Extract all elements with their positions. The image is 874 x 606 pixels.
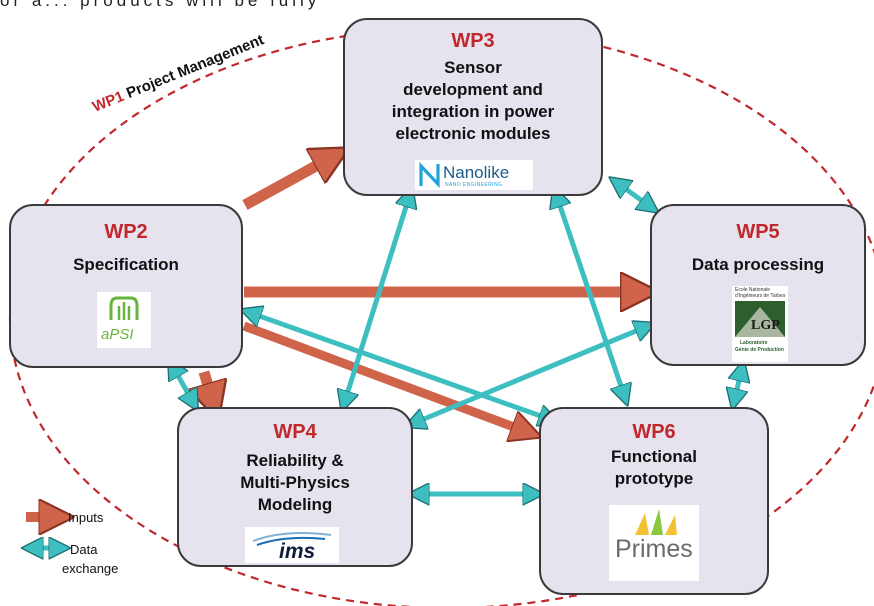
data-arrow-wp5-wp6 <box>734 368 742 402</box>
lgp-school-line-1: Ecole Nationale <box>735 287 771 293</box>
wp2-label: WP2 <box>104 221 148 243</box>
wp2-box: WP2 Specification aPSI <box>9 204 243 368</box>
apsi-mark-icon <box>109 296 139 320</box>
wp4-title-line-1: Reliability & <box>246 451 344 470</box>
apsi-logo: aPSI <box>97 292 151 348</box>
ims-wordmark: ims <box>279 540 316 563</box>
lgp-lab-line-1: Laboratoire <box>740 340 768 346</box>
primes-wordmark: Primes <box>615 535 693 563</box>
nanolike-sub: NANO ENGINEERING <box>445 182 503 188</box>
lgp-mark-text: LGP <box>751 318 780 333</box>
wp3-title-line-4: electronic modules <box>395 124 551 143</box>
wp6-box: WP6 Functional prototype Primes <box>539 407 769 595</box>
wp6-title-line-1: Functional <box>611 447 697 466</box>
ims-mark-icon <box>252 532 332 546</box>
nanolike-mark-icon <box>419 162 440 188</box>
ims-logo: ims <box>245 527 339 563</box>
lgp-lab-line-2: Génie de Production <box>735 347 784 353</box>
apsi-wordmark: aPSI <box>101 326 134 343</box>
input-arrow-wp2-wp4 <box>204 370 214 406</box>
data-arrow-wp2-wp4 <box>172 365 194 404</box>
wp4-box: WP4 Reliability & Multi-Physics Modeling… <box>177 407 413 567</box>
wp3-title-line-2: development and <box>403 80 543 99</box>
wp3-title-line-3: integration in power <box>391 102 555 121</box>
wp4-title-line-2: Multi-Physics <box>240 473 350 492</box>
wp4-label: WP4 <box>273 421 317 443</box>
nanolike-wordmark: Nanolike <box>443 163 510 182</box>
input-arrow-wp2-wp3 <box>242 155 336 210</box>
wp5-box: WP5 Data processing Ecole Nationale d'In… <box>650 204 866 366</box>
data-arrow-wp2-wp6 <box>248 312 552 420</box>
legend-data-label-line-2: exchange <box>62 561 119 576</box>
wp2-title: Specification <box>73 255 179 274</box>
wp5-label: WP5 <box>736 221 780 243</box>
data-arrow-wp5-wp4 <box>412 326 648 424</box>
wp3-label: WP3 <box>451 30 495 52</box>
primes-logo: Primes <box>609 505 699 581</box>
wp6-title-line-2: prototype <box>614 469 694 488</box>
legend-data-label-line-1: Data <box>70 542 98 557</box>
wp3-box: WP3 Sensor development and integration i… <box>343 18 603 196</box>
lgp-logo: Ecole Nationale d'Ingénieurs de Tarbes L… <box>732 286 788 362</box>
wp5-title: Data processing <box>691 255 825 274</box>
cropped-top-text: or a... products will be fully <box>0 0 321 10</box>
data-arrow-wp3-wp5 <box>616 182 652 208</box>
wp6-label: WP6 <box>632 421 676 443</box>
lgp-school-line-2: d'Ingénieurs de Tarbes <box>735 293 786 299</box>
primes-sun-icon <box>635 509 677 535</box>
wp4-title-line-3: Modeling <box>257 495 333 514</box>
wp3-title-line-1: Sensor <box>444 58 502 77</box>
nanolike-logo: Nanolike NANO ENGINEERING <box>415 160 533 190</box>
lgp-mark-icon: LGP <box>735 301 785 337</box>
legend-inputs-label: Inputs <box>68 510 104 525</box>
